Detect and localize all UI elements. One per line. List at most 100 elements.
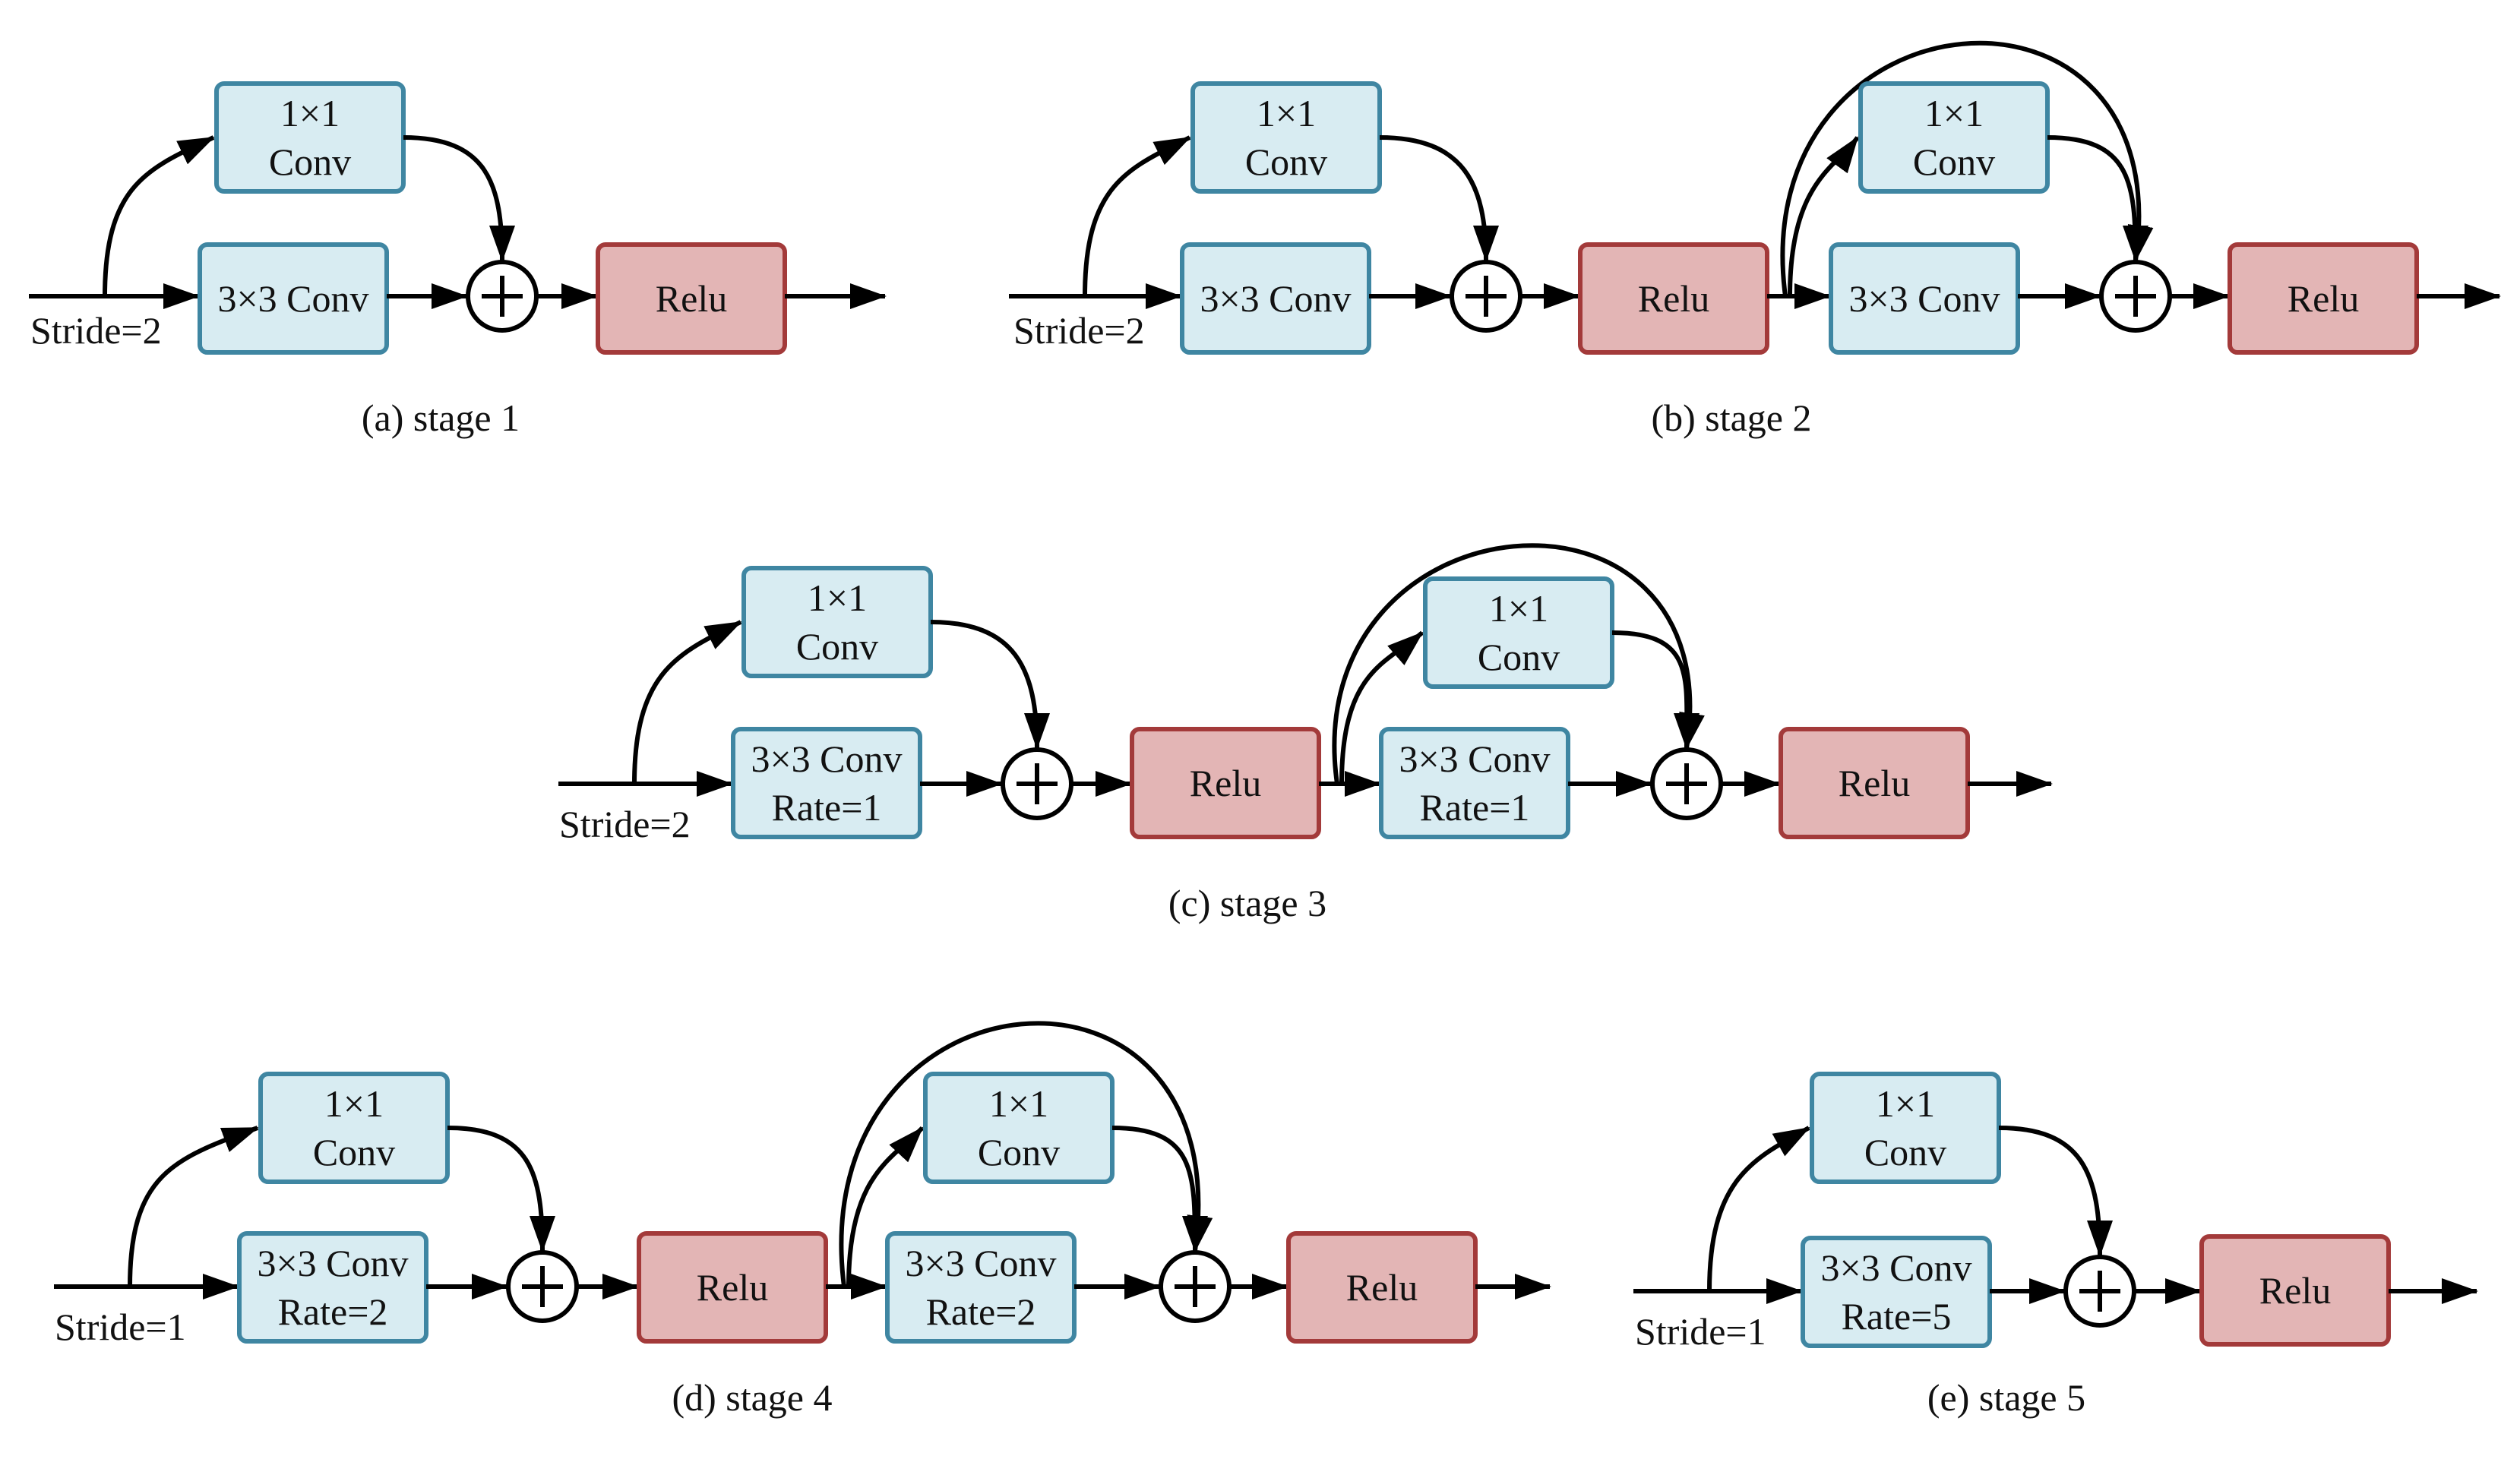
stage-c-block-1-add-node — [1001, 747, 1073, 820]
stage-a-block-1-relu: Relu — [596, 242, 787, 355]
stage-b-block-1-main-conv-label-1: 3×3 Conv — [1200, 277, 1351, 320]
stage-b-block-1-relu-label: Relu — [1638, 277, 1709, 320]
stage-d-block-1-shortcut-conv-label-2: Conv — [313, 1131, 395, 1173]
stage-c-block-2-add-node — [1650, 747, 1723, 820]
stage-c-block-2-main-conv-label-2: Rate=1 — [1420, 786, 1530, 829]
stage-d-block-2-identity-skip-arrow — [839, 1021, 1213, 1287]
stage-d-block-1-shortcut-in-arrow — [128, 1126, 259, 1287]
stage-d-block-2-shortcut-in-arrow — [846, 1126, 925, 1287]
stage-c-block-1-relu: Relu — [1130, 727, 1321, 839]
stage-b-block-2-shortcut-in-arrow — [1788, 136, 1860, 297]
stage-d-block-1-main-conv-label-2: Rate=2 — [278, 1290, 388, 1333]
stage-c-block-1-shortcut-in-arrow — [632, 620, 742, 785]
stage-b-block-1-shortcut-in-arrow — [1083, 135, 1191, 297]
stage-c-block-2-shortcut-out-arrow — [1611, 630, 1700, 750]
stage-d-block-2-shortcut-conv-label-1: 1×1 — [989, 1082, 1048, 1125]
stage-d-block-2-add-node — [1159, 1250, 1232, 1323]
stage-b-block-2-shortcut-out-arrow — [2047, 135, 2148, 262]
stage-b-block-1-add-node — [1450, 260, 1522, 333]
stage-a-block-1-add-node — [466, 260, 539, 333]
stage-c-block-1-shortcut-conv-label-2: Conv — [796, 625, 878, 668]
stage-d-block-1-relu: Relu — [637, 1231, 828, 1344]
stage-d-block-2-shortcut-out-arrow — [1111, 1126, 1209, 1252]
stage-b-block-2-main-conv-label-1: 3×3 Conv — [1848, 277, 2000, 320]
stage-c-block-1-shortcut-conv-label-1: 1×1 — [808, 576, 867, 619]
stage-c-block-2-shortcut-conv-label-2: Conv — [1478, 636, 1560, 678]
stage-e-block-1-relu-label: Relu — [2259, 1269, 2331, 1312]
stage-a-block-1-shortcut-conv-label-2: Conv — [269, 141, 351, 183]
stage-b-block-1-relu: Relu — [1578, 242, 1769, 355]
stage-d-block-2-relu-label: Relu — [1346, 1266, 1418, 1309]
stage-c-block-1-main-conv-label-2: Rate=1 — [772, 786, 882, 829]
stage-b-block-2-shortcut-conv-label-2: Conv — [1913, 141, 1995, 183]
stage-c-block-2-relu: Relu — [1779, 727, 1970, 839]
stage-d-caption: (d) stage 4 — [672, 1376, 832, 1419]
stage-a-block-1-shortcut-conv-label-1: 1×1 — [280, 92, 340, 134]
stage-d-stride-label: Stride=1 — [55, 1306, 186, 1348]
stage-b-stride-label: Stride=2 — [1013, 309, 1145, 352]
stage-d-block-2-shortcut-conv-label-2: Conv — [978, 1131, 1060, 1173]
stage-c-stride-label: Stride=2 — [559, 803, 691, 845]
stage-d-block-1-add-node — [506, 1250, 579, 1323]
stage-a-block-1-shortcut-out-arrow — [403, 135, 515, 262]
stage-a-block-1-main-conv: 3×3 Conv — [198, 242, 389, 355]
stage-d-block-2-main-conv-label-1: 3×3 Conv — [905, 1242, 1056, 1284]
stage-d-block-1-shortcut-conv-label-1: 1×1 — [324, 1082, 384, 1125]
stage-b-block-1-shortcut-conv-label-2: Conv — [1245, 141, 1327, 183]
stage-b-caption: (b) stage 2 — [1651, 396, 1811, 439]
stage-e-block-1-shortcut-conv-label-1: 1×1 — [1876, 1082, 1935, 1125]
stage-e-block-1-relu: Relu — [2199, 1234, 2391, 1347]
stage-e-stride-label: Stride=1 — [1635, 1310, 1766, 1353]
stage-a-block-1-shortcut-in-arrow — [103, 135, 215, 297]
stage-a-block-1-relu-label: Relu — [656, 277, 727, 320]
stage-c-block-2-shortcut-conv-label-1: 1×1 — [1489, 587, 1548, 630]
stage-c-block-1-main-conv-label-1: 3×3 Conv — [751, 737, 902, 780]
stage-c-block-2-main-conv-label-1: 3×3 Conv — [1399, 737, 1550, 780]
stage-e-block-1-shortcut-conv-label-2: Conv — [1864, 1131, 1946, 1173]
stage-b-block-2-identity-skip-arrow — [1780, 40, 2154, 297]
stage-c-block-1-shortcut-out-arrow — [930, 620, 1050, 750]
stage-c-block-2-relu-label: Relu — [1839, 762, 1910, 804]
stage-e-caption: (e) stage 5 — [1927, 1376, 2085, 1419]
stage-b-block-2-add-node — [2099, 260, 2172, 333]
stage-c-block-2-identity-skip-arrow — [1332, 543, 1705, 785]
stage-e-block-1-main-conv-label-2: Rate=5 — [1842, 1295, 1952, 1337]
stage-c-caption: (c) stage 3 — [1168, 882, 1326, 924]
stage-b-block-2-relu: Relu — [2228, 242, 2419, 355]
stage-d-block-1-main-conv-label-1: 3×3 Conv — [257, 1242, 408, 1284]
stage-c-block-1-relu-label: Relu — [1190, 762, 1261, 804]
stage-a-stride-label: Stride=2 — [30, 309, 162, 352]
stage-b-block-2-relu-label: Relu — [2288, 277, 2359, 320]
stage-e-block-1-main-conv-label-1: 3×3 Conv — [1820, 1246, 1971, 1289]
stage-b-block-2-shortcut-conv-label-1: 1×1 — [1924, 92, 1984, 134]
stage-c-block-2-shortcut-in-arrow — [1339, 630, 1424, 785]
stage-a-caption: (a) stage 1 — [362, 396, 520, 439]
stage-e-block-1-add-node — [2063, 1255, 2136, 1328]
stage-d-block-1-shortcut-out-arrow — [447, 1126, 555, 1252]
stage-e-block-1-shortcut-in-arrow — [1707, 1126, 1810, 1292]
stage-a-block-1-main-conv-label-1: 3×3 Conv — [217, 277, 368, 320]
stage-d-block-2-main-conv-label-2: Rate=2 — [926, 1290, 1036, 1333]
stage-b-block-2-main-conv: 3×3 Conv — [1829, 242, 2020, 355]
stage-b-block-1-shortcut-out-arrow — [1379, 135, 1499, 262]
stage-b-block-1-shortcut-conv-label-1: 1×1 — [1257, 92, 1316, 134]
